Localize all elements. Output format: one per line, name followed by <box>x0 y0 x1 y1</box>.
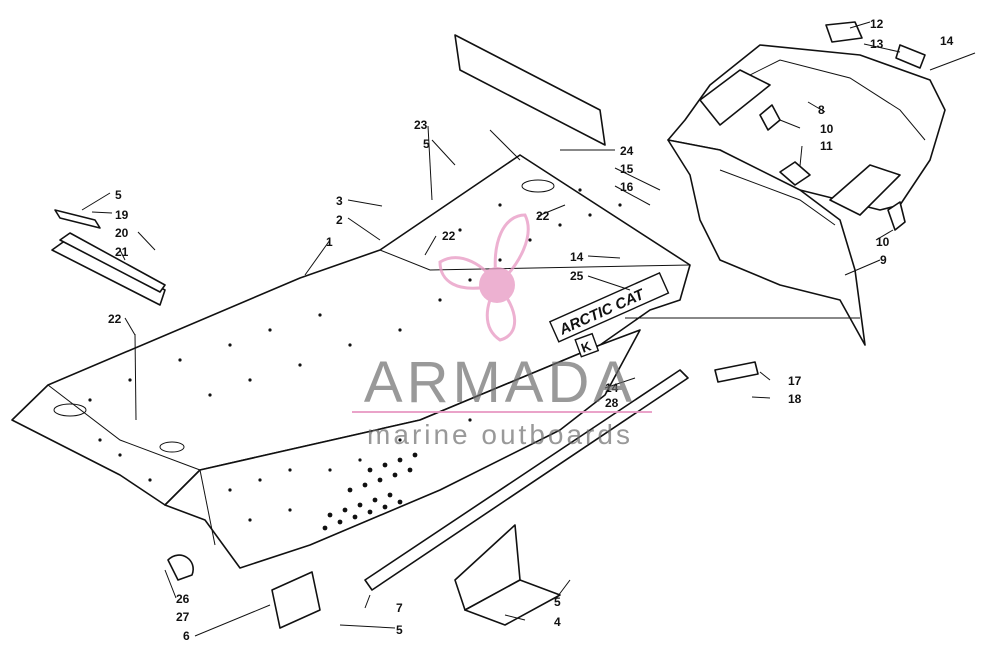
bolt-14-top <box>929 52 976 71</box>
callout-10-a: 10 <box>820 122 834 136</box>
callout-5-c: 5 <box>554 595 561 609</box>
callout-7: 7 <box>396 601 403 615</box>
callout-5-b: 5 <box>115 188 122 202</box>
brand-name: ARMADA <box>364 350 636 415</box>
bracket-4-part <box>454 524 561 626</box>
decal-13 <box>895 44 926 69</box>
brand-tagline: marine outboards <box>367 419 633 450</box>
callout-8: 8 <box>818 103 825 117</box>
callout-25: 25 <box>570 269 584 283</box>
callout-22-c: 22 <box>108 312 122 326</box>
callout-22-b: 22 <box>442 229 456 243</box>
rear-bumper-part <box>667 44 946 346</box>
callout-4: 4 <box>554 615 561 629</box>
callout-28: 28 <box>605 396 619 410</box>
rail-part <box>364 369 689 591</box>
callout-24: 24 <box>620 144 634 158</box>
callout-23: 23 <box>414 118 428 132</box>
callout-11: 11 <box>820 139 833 153</box>
callout-16: 16 <box>620 180 634 194</box>
callout-18: 18 <box>788 392 802 406</box>
callout-12: 12 <box>870 17 884 31</box>
callout-5-d: 5 <box>396 623 403 637</box>
callout-20: 20 <box>115 226 129 240</box>
callout-5-a: 5 <box>423 137 430 151</box>
callout-19: 19 <box>115 208 129 222</box>
callout-22-a: 22 <box>536 209 550 223</box>
decal-12 <box>825 21 863 43</box>
callout-27: 27 <box>176 610 190 624</box>
watermark: ARMADA marine outboards <box>352 213 652 450</box>
propeller-icon <box>438 213 530 342</box>
callout-9: 9 <box>880 253 887 267</box>
tunnel-part: ARCTIC CAT K <box>11 154 691 569</box>
bracket-21-part <box>51 209 166 306</box>
callout-14-c: 14 <box>605 381 619 395</box>
callout-6: 6 <box>183 629 190 643</box>
callout-10-b: 10 <box>876 235 890 249</box>
callout-26: 26 <box>176 592 190 606</box>
callout-2: 2 <box>336 213 343 227</box>
callout-17: 17 <box>788 374 802 388</box>
plate-part <box>271 571 321 629</box>
callout-13: 13 <box>870 37 884 51</box>
flap-part <box>454 34 606 146</box>
clamp-part <box>167 554 194 581</box>
callout-14-b: 14 <box>570 250 584 264</box>
callout-14-a: 14 <box>940 34 954 48</box>
callout-1: 1 <box>326 235 333 249</box>
callout-3: 3 <box>336 194 343 208</box>
callout-21: 21 <box>115 245 129 259</box>
callout-15: 15 <box>620 162 634 176</box>
plate-17-part <box>714 361 759 383</box>
